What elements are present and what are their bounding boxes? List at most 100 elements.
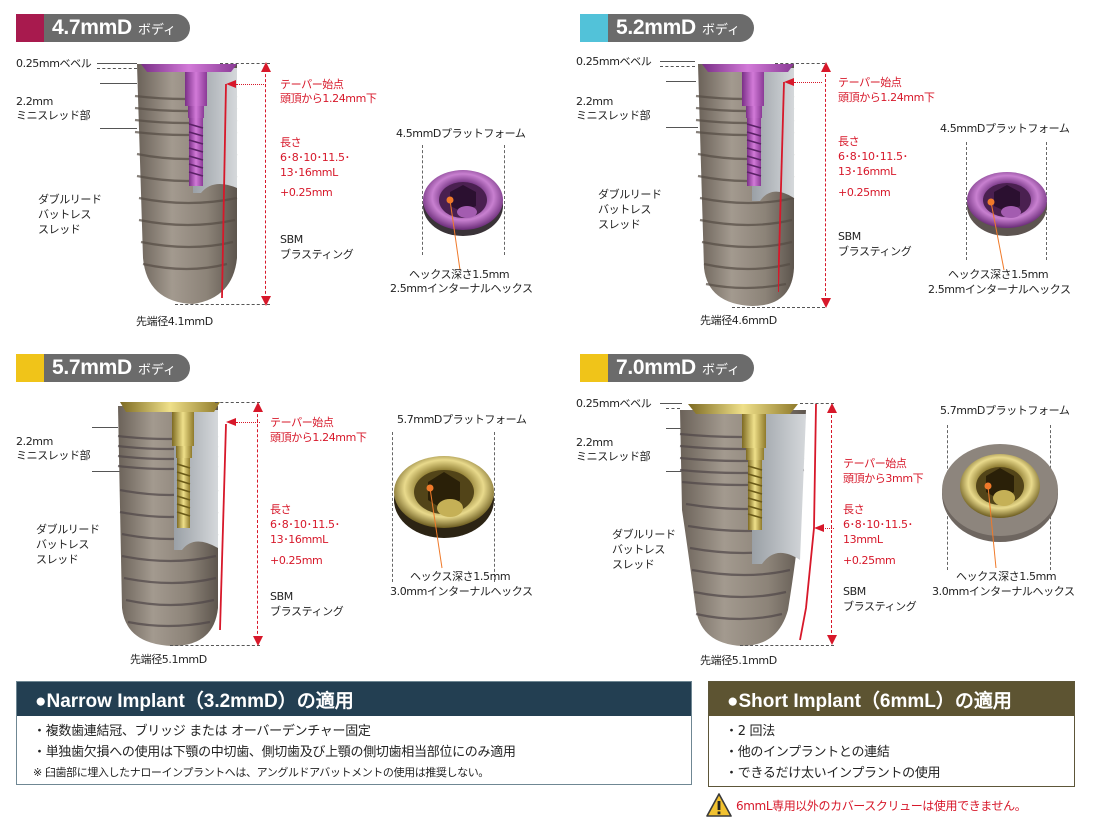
tip-diameter: 先端径5.1mmD: [130, 653, 207, 666]
length-values-1: 6･8･10･11.5･: [280, 151, 350, 164]
platform-label: 4.5mmDプラットフォーム: [940, 122, 1070, 135]
bevel-label: 0.25mmベベル: [576, 397, 652, 410]
length-dimension-line: [257, 404, 258, 644]
double-lead-1: ダブルリード: [612, 528, 676, 541]
taper-line: [778, 78, 794, 293]
platform-label: 5.7mmDプラットフォーム: [397, 413, 527, 426]
sbm-label: SBM: [838, 230, 861, 243]
taper-value: 頭頂から1.24mm下: [838, 91, 935, 104]
double-lead-2: バットレス: [598, 203, 651, 216]
short-line-1: ・2 回法: [725, 724, 775, 739]
implant-illustration: [695, 64, 795, 306]
double-lead-3: スレッド: [38, 223, 81, 236]
length-values-1: 6･8･10･11.5･: [843, 518, 913, 531]
platform-left-guide: [392, 432, 393, 582]
length-plus: +0.25mm: [270, 554, 323, 567]
color-swatch: [16, 354, 44, 382]
narrow-line-2: ・単独歯欠損への使用は下顎の中切歯、側切歯及び上顎の側切歯相当部位にのみ適用: [33, 745, 516, 760]
dimension-arrows: [827, 403, 837, 645]
internal-hex: 2.5mmインターナルヘックス: [928, 283, 1071, 296]
taper-label: テーパー始点: [270, 416, 334, 429]
bevel-leader-dash: [666, 408, 680, 409]
taper-dotted-leader: [236, 84, 266, 85]
top-dim-line: [775, 63, 825, 64]
color-swatch: [580, 354, 608, 382]
length-plus: +0.25mm: [843, 554, 896, 567]
bottom-dim-line: [732, 307, 825, 308]
narrow-note: ※ 臼歯部に埋入したナローインプラントへは、アングルドアバットメントの使用は推奨…: [33, 766, 489, 779]
dimension-arrows: [821, 62, 831, 308]
platform-label: 5.7mmDプラットフォーム: [940, 404, 1070, 417]
hex-depth: ヘックス深さ1.5mm: [948, 268, 1049, 281]
double-lead-1: ダブルリード: [38, 193, 102, 206]
mini-thread-label: ミニスレッド部: [16, 109, 91, 122]
double-lead-2: バットレス: [38, 208, 91, 221]
platform-illustration: [942, 444, 1058, 569]
thread-leader-top: [666, 81, 696, 82]
length-values-2: 13･16mmL: [270, 533, 328, 546]
platform-left-guide: [422, 145, 423, 255]
warning-triangle-icon: [706, 793, 732, 817]
length-values-2: 13･16mmL: [280, 166, 338, 179]
length-values-1: 6･8･10･11.5･: [838, 150, 908, 163]
platform-right-guide: [504, 145, 505, 255]
thread-leader-bottom: [92, 471, 120, 472]
platform-illustration: [967, 172, 1047, 271]
double-lead-3: スレッド: [598, 218, 641, 231]
top-dim-line: [800, 403, 834, 404]
length-label: 長さ: [270, 503, 292, 516]
thread-leader-bottom: [100, 128, 137, 129]
top-dim-line: [215, 402, 260, 403]
section-badge: 4.7mmD ボディ: [16, 14, 190, 42]
mini-thread-label: ミニスレッド部: [576, 450, 651, 463]
body-size-label: 5.7mmD: [52, 356, 132, 379]
internal-hex: 3.0mmインターナルヘックス: [932, 585, 1075, 598]
taper-value: 頭頂から1.24mm下: [280, 92, 377, 105]
panel-5-2mmd-body: 5.2mmD ボディ 0.25mmベベル 2.2mm ミニスレッド部 ダブルリー…: [560, 0, 1093, 335]
short-line-3: ・できるだけ太いインプラントの使用: [725, 766, 941, 781]
bevel-leader: [97, 63, 137, 64]
length-values-2: 13mmL: [843, 533, 883, 546]
double-lead-3: スレッド: [36, 553, 79, 566]
top-dim-line: [220, 63, 270, 64]
section-badge: 5.7mmD ボディ: [16, 354, 190, 382]
length-values-2: 13･16mmL: [838, 165, 896, 178]
cover-screw-warning: 6mmL専用以外のカバースクリューは使用できません。: [706, 793, 1027, 817]
length-label: 長さ: [280, 136, 302, 149]
sbm-blasting: ブラスティング: [270, 605, 344, 618]
body-word: ボディ: [701, 362, 740, 378]
narrow-line-1: ・複数歯連結冠、ブリッジ または オーバーデンチャー固定: [33, 724, 371, 739]
mini-thread-size: 2.2mm: [576, 95, 613, 108]
double-lead-3: スレッド: [612, 558, 655, 571]
length-dimension-line: [265, 64, 266, 304]
double-lead-1: ダブルリード: [36, 523, 100, 536]
tip-diameter: 先端径4.1mmD: [136, 315, 213, 328]
platform-label: 4.5mmDプラットフォーム: [396, 127, 526, 140]
sbm-blasting: ブラスティング: [843, 600, 917, 613]
body-word: ボディ: [137, 362, 176, 378]
taper-label: テーパー始点: [280, 78, 344, 91]
bevel-leader: [660, 403, 682, 404]
sbm-label: SBM: [280, 233, 303, 246]
body-word: ボディ: [137, 22, 176, 38]
warning-text: 6mmL専用以外のカバースクリューは使用できません。: [736, 798, 1027, 813]
sbm-label: SBM: [270, 590, 293, 603]
taper-value: 頭頂から1.24mm下: [270, 431, 367, 444]
length-label: 長さ: [838, 135, 860, 148]
body-size-label: 4.7mmD: [52, 16, 132, 39]
section-badge: 5.2mmD ボディ: [580, 14, 754, 42]
length-dimension-line: [831, 405, 832, 643]
bottom-dim-line: [170, 645, 260, 646]
platform-illustration: [423, 170, 503, 271]
short-implant-box: ●Short Implant（6mmL）の適用 ・2 回法 ・他のインプラントと…: [708, 681, 1075, 787]
thread-leader-top: [92, 427, 118, 428]
panel-5-7mmd-body: 5.7mmD ボディ 2.2mm ミニスレッド部 ダブルリード バットレス スレ…: [0, 340, 546, 675]
bevel-leader-dash: [660, 66, 695, 67]
thread-leader-top: [666, 428, 686, 429]
short-implant-title: ●Short Implant（6mmL）の適用: [709, 682, 1074, 716]
bevel-label: 0.25mmベベル: [576, 55, 652, 68]
taper-dotted-leader: [822, 528, 834, 529]
taper-label: テーパー始点: [843, 457, 907, 470]
body-size-label: 7.0mmD: [616, 356, 696, 379]
hex-depth: ヘックス深さ1.5mm: [409, 268, 510, 281]
